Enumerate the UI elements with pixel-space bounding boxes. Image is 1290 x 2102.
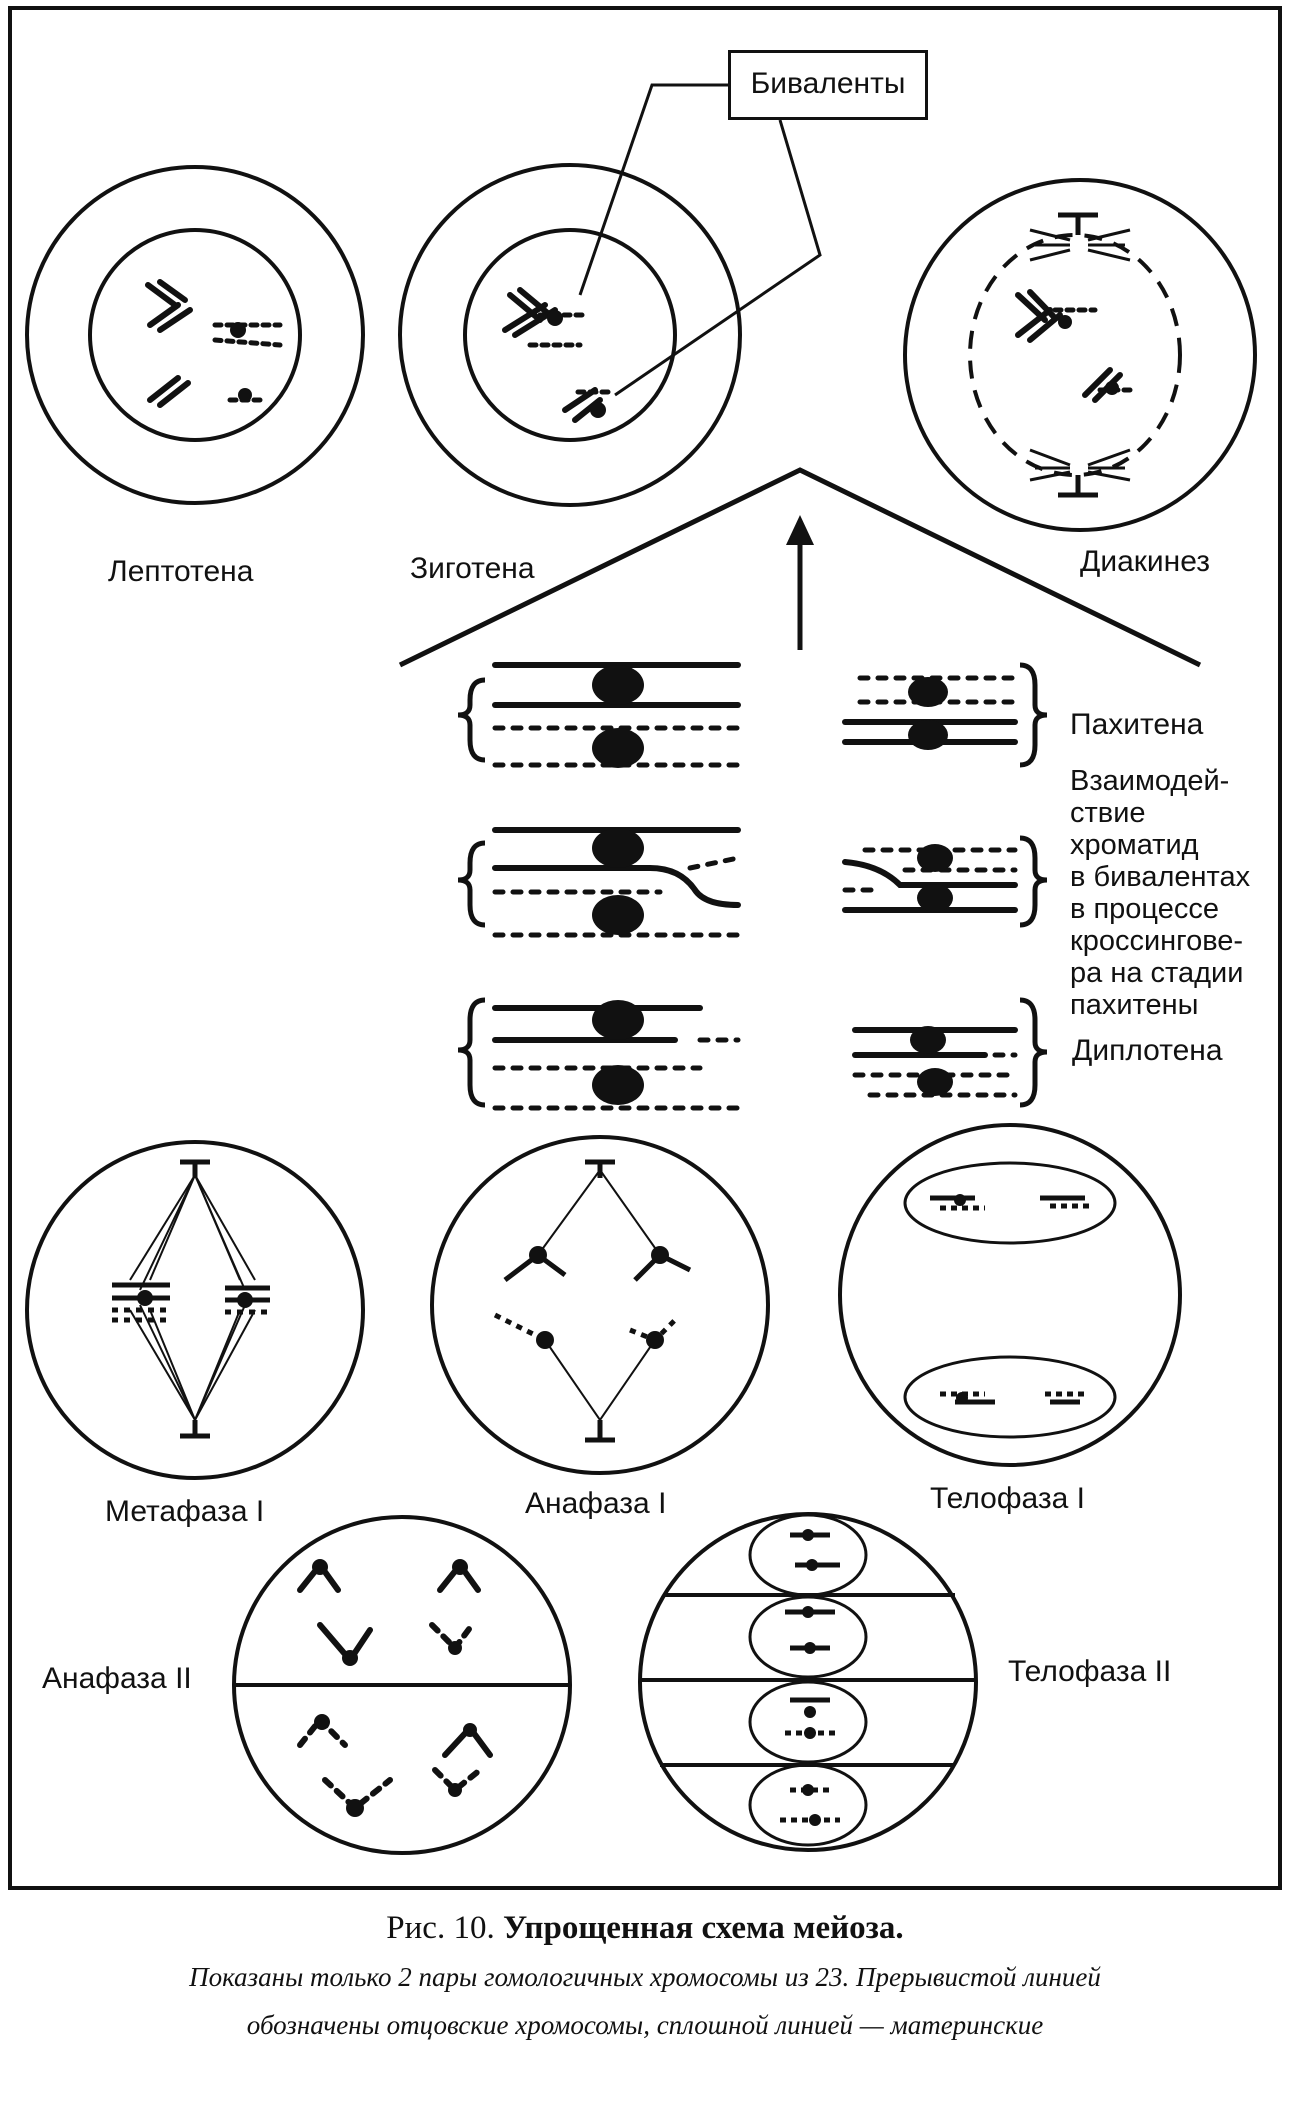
telophase1-cell (838, 1123, 1182, 1467)
anaphase1-cell (430, 1135, 770, 1475)
telophase2-label: Телофаза II (1008, 1655, 1172, 1688)
up-arrow (786, 515, 814, 650)
anaphase2-label: Анафаза II (42, 1662, 192, 1695)
diakinesis-cell (903, 178, 1257, 532)
pachytene-label: Пахитена (1070, 708, 1204, 741)
pachytene-brackets (457, 662, 1048, 1108)
caption-title-bold: Упрощенная схема мейоза. (502, 1910, 904, 1946)
telophase2-cell (638, 1512, 978, 1852)
caption-prefix: Рис. 10. (386, 1910, 503, 1946)
caption-note-line1: Показаны только 2 пары гомологичных хром… (189, 1962, 1101, 1992)
figure-caption-title: Рис. 10. Упрощенная схема мейоза. (0, 1910, 1290, 1947)
bivalents-label: Биваленты (750, 67, 906, 100)
crossing-over-note: Взаимодей- ствие хроматид в бивалентах в… (1070, 765, 1251, 1021)
leptotene-chromosomes (145, 279, 283, 408)
zoom-roof (398, 467, 1202, 668)
figure-frame (8, 6, 1282, 1890)
diplotene-label: Диплотена (1072, 1034, 1223, 1067)
zygotene-label: Зиготена (410, 552, 535, 585)
bivalent-pointer-lines (578, 83, 822, 397)
metaphase1-label: Метафаза I (105, 1495, 265, 1528)
zygotene-cell (398, 163, 742, 507)
diakinesis-spindle-pole-bottom (1029, 448, 1131, 498)
caption-note-line2: обозначены отцовские хромосомы, сплошной… (246, 2010, 1044, 2040)
telophase1-label: Телофаза I (930, 1482, 1085, 1515)
anaphase1-label: Анафаза I (525, 1487, 667, 1520)
leptotene-cell (25, 165, 365, 505)
diakinesis-spindle-pole-top (1029, 212, 1131, 262)
anaphase2-cell (232, 1515, 572, 1855)
leptotene-label: Лептотена (108, 555, 254, 588)
pachytene-centromeres (592, 665, 953, 1105)
metaphase1-cell (25, 1140, 365, 1480)
diakinesis-label: Диакинез (1080, 545, 1210, 578)
bivalents-label-box: Биваленты (728, 50, 928, 120)
